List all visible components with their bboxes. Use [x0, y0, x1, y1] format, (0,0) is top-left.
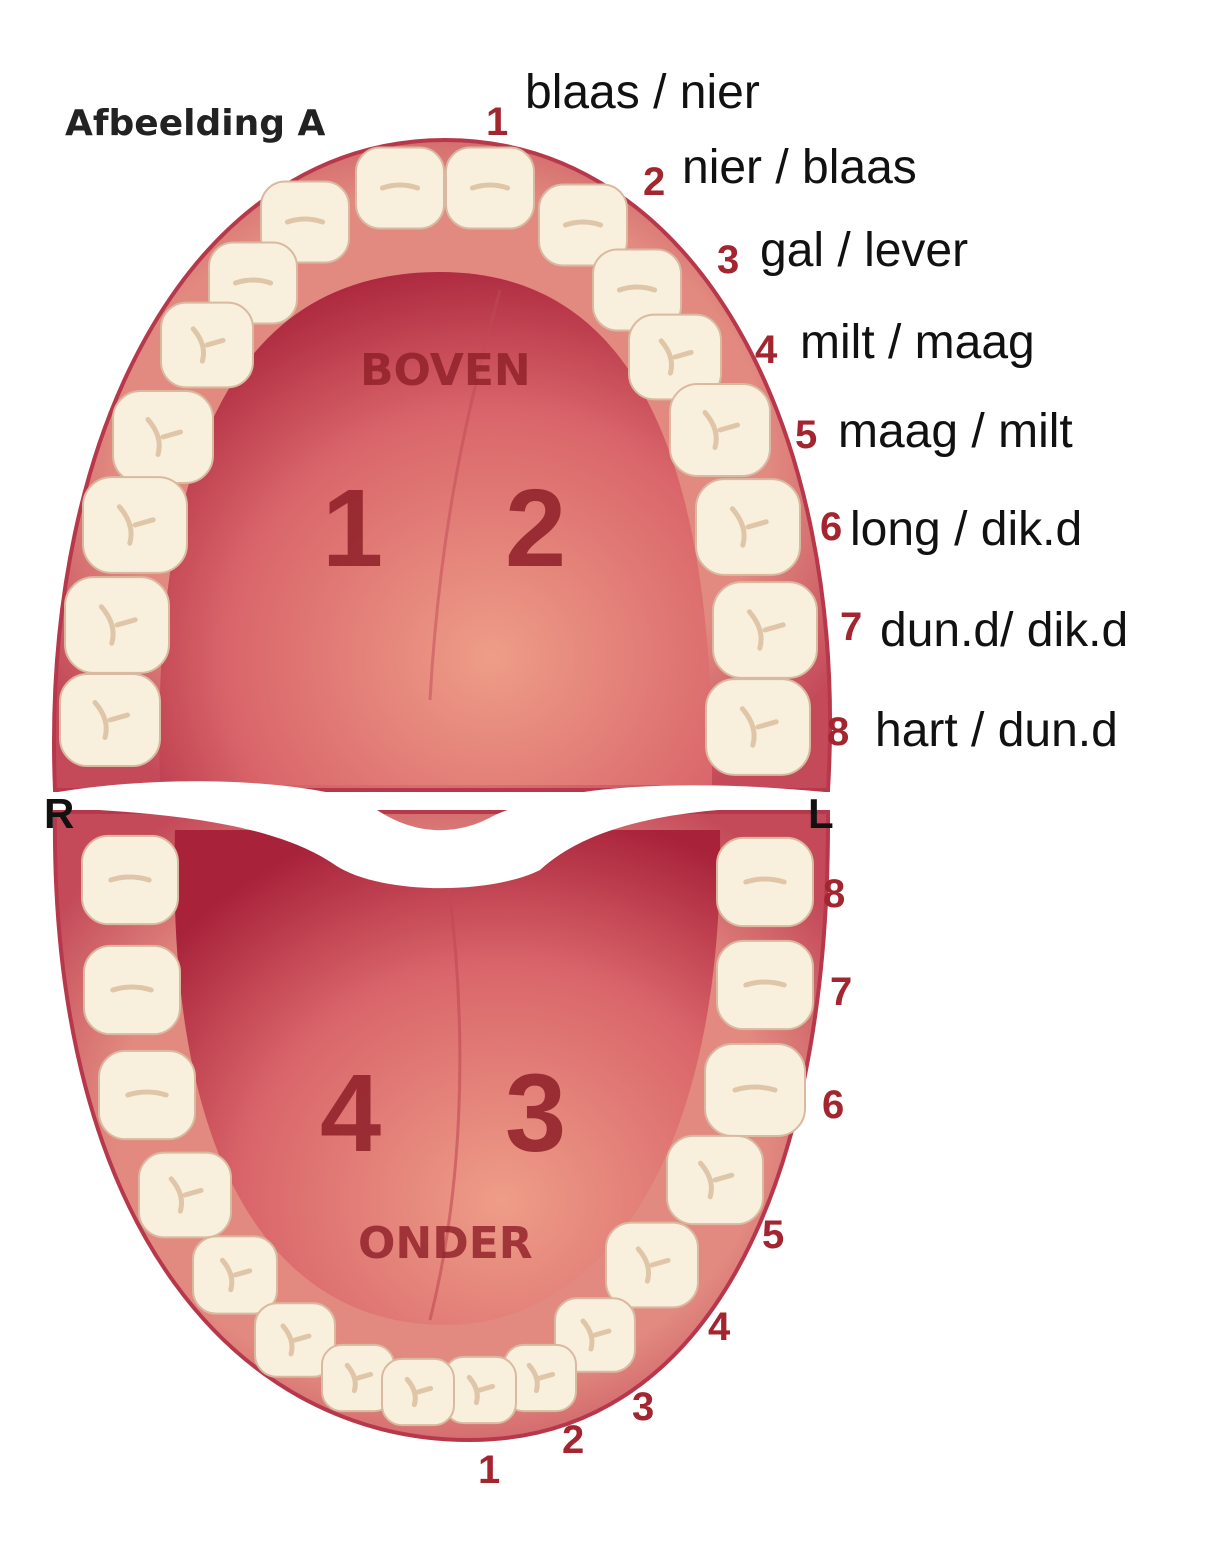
tooth-groove	[92, 700, 130, 740]
tooth-groove	[469, 182, 511, 191]
tooth-upper-right-2	[260, 180, 350, 264]
tongue	[174, 830, 721, 1325]
tooth-groove	[658, 338, 694, 376]
quadrant-4: 4	[320, 1052, 382, 1175]
figure-title: Afbeelding A	[65, 103, 326, 144]
tooth-groove	[344, 1362, 374, 1394]
tooth-groove	[743, 979, 787, 988]
side-label-right: R	[44, 790, 75, 837]
upper-number-5: 5	[795, 413, 818, 457]
lower-number-1: 1	[478, 1448, 501, 1492]
upper-number-3: 3	[717, 238, 740, 282]
tooth-groove	[116, 504, 156, 546]
tooth-groove	[125, 1089, 169, 1098]
upper-organ-2: nier / blaas	[682, 141, 917, 194]
quadrant-2: 2	[505, 467, 567, 590]
tooth-groove	[110, 984, 154, 993]
tooth-groove	[698, 1160, 735, 1200]
tooth-groove	[379, 182, 421, 191]
upper-number-7: 7	[840, 605, 863, 649]
lower-number-8: 8	[823, 872, 846, 916]
tooth-lower-left-1	[716, 836, 814, 928]
upper-number-4: 4	[755, 328, 778, 372]
lower-number-7: 7	[830, 970, 853, 1014]
lower-number-5: 5	[762, 1213, 785, 1257]
tooth-groove	[732, 1084, 778, 1093]
lower-jaw-label: ONDER	[358, 1218, 533, 1269]
upper-organ-6: long / dik.d	[850, 503, 1083, 556]
lower-number-4: 4	[708, 1305, 731, 1349]
upper-jaw-label: BOVEN	[360, 345, 531, 396]
upper-number-2: 2	[643, 160, 666, 204]
tooth-groove	[108, 874, 152, 883]
tooth-groove	[746, 609, 786, 651]
upper-organ-1: blaas / nier	[525, 66, 760, 119]
tooth-upper-right-1	[355, 146, 445, 230]
tooth-groove	[739, 706, 779, 748]
palate-midline	[428, 289, 502, 701]
upper-organ-8: hart / dun.d	[875, 704, 1118, 757]
quadrant-3: 3	[505, 1052, 567, 1175]
lower-number-2: 2	[562, 1418, 585, 1462]
tooth-groove	[743, 876, 787, 885]
mouth-gap	[58, 781, 825, 889]
tooth-groove	[526, 1362, 556, 1394]
upper-number-8: 8	[827, 710, 850, 754]
tooth-groove	[466, 1374, 496, 1406]
tooth-groove	[284, 216, 326, 225]
tooth-groove	[98, 604, 138, 646]
tooth-upper-left-1	[445, 146, 535, 230]
tooth-upper-left-2	[538, 183, 628, 267]
tooth-lower-left-2	[716, 939, 814, 1031]
side-label-left: L	[808, 790, 834, 837]
tooth-groove	[145, 417, 183, 457]
tooth-groove	[280, 1323, 312, 1357]
lower-number-3: 3	[632, 1385, 655, 1429]
tooth-lower-left-3	[704, 1043, 806, 1137]
upper-organ-4: milt / maag	[800, 316, 1035, 369]
tooth-groove	[219, 1257, 253, 1293]
tooth-groove	[562, 219, 604, 228]
tooth-groove	[729, 506, 769, 548]
tooth-groove	[404, 1376, 434, 1408]
tongue-midline	[428, 879, 462, 1321]
tooth-lower-right-3	[98, 1049, 196, 1141]
upper-organ-3: gal / lever	[760, 224, 969, 277]
tooth-groove	[232, 277, 274, 286]
teeth-group	[59, 146, 818, 1427]
tooth-lower-right-2	[83, 944, 181, 1036]
tooth-groove	[580, 1318, 612, 1352]
tooth-lower-right-1	[81, 834, 179, 926]
upper-organ-7: dun.d/ dik.d	[880, 604, 1129, 657]
upper-number-1: 1	[486, 100, 509, 144]
upper-organ-5: maag / milt	[838, 405, 1073, 458]
tooth-groove	[635, 1246, 671, 1284]
tooth-groove	[190, 326, 226, 364]
upper-number-6: 6	[820, 505, 843, 549]
tooth-groove	[616, 284, 658, 293]
tooth-groove	[702, 410, 740, 450]
lower-number-6: 6	[822, 1083, 845, 1127]
quadrant-1: 1	[322, 467, 384, 590]
upper-palate	[159, 272, 713, 785]
tooth-groove	[168, 1176, 204, 1214]
